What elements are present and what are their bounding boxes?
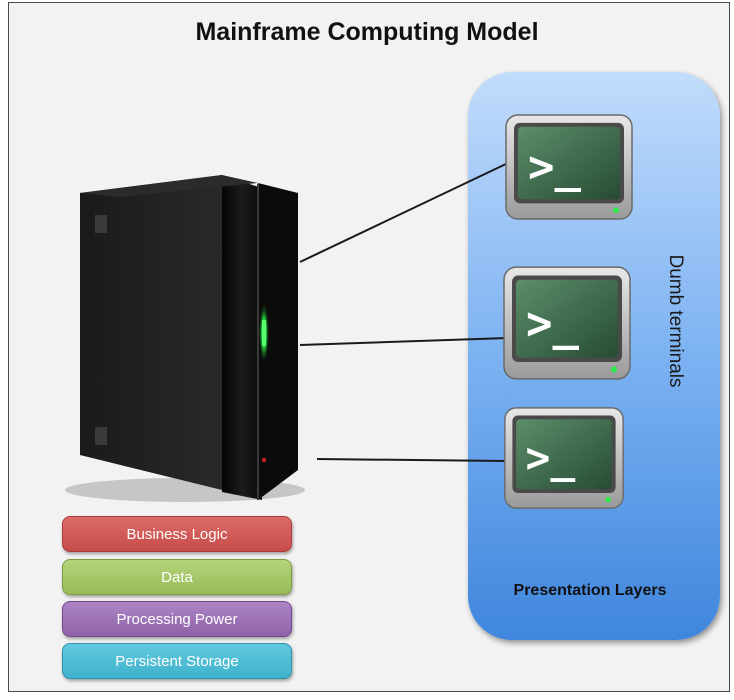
connection-line-2 <box>299 337 509 346</box>
mainframe-server-icon <box>65 175 305 502</box>
presentation-layers-caption: Presentation Layers <box>513 582 667 599</box>
terminal-prompt: >_ <box>528 143 582 193</box>
connection-line-1 <box>299 162 509 263</box>
terminal-prompt: >_ <box>526 296 580 350</box>
dumb-terminals-label: Dumb terminals <box>665 254 686 388</box>
terminal-icon-3: >_ <box>504 407 624 509</box>
terminal-icon-1: >_ <box>505 114 633 220</box>
layer-processing-power: Processing Power <box>62 601 292 637</box>
layer-business-logic: Business Logic <box>62 516 292 552</box>
terminal-prompt: >_ <box>526 434 576 482</box>
diagram-title: Mainframe Computing Model <box>195 18 539 46</box>
layer-data: Data <box>62 559 292 595</box>
connection-line-3 <box>316 458 507 462</box>
terminal-icon-2: >_ <box>503 266 631 380</box>
layer-persistent-storage: Persistent Storage <box>62 643 292 679</box>
